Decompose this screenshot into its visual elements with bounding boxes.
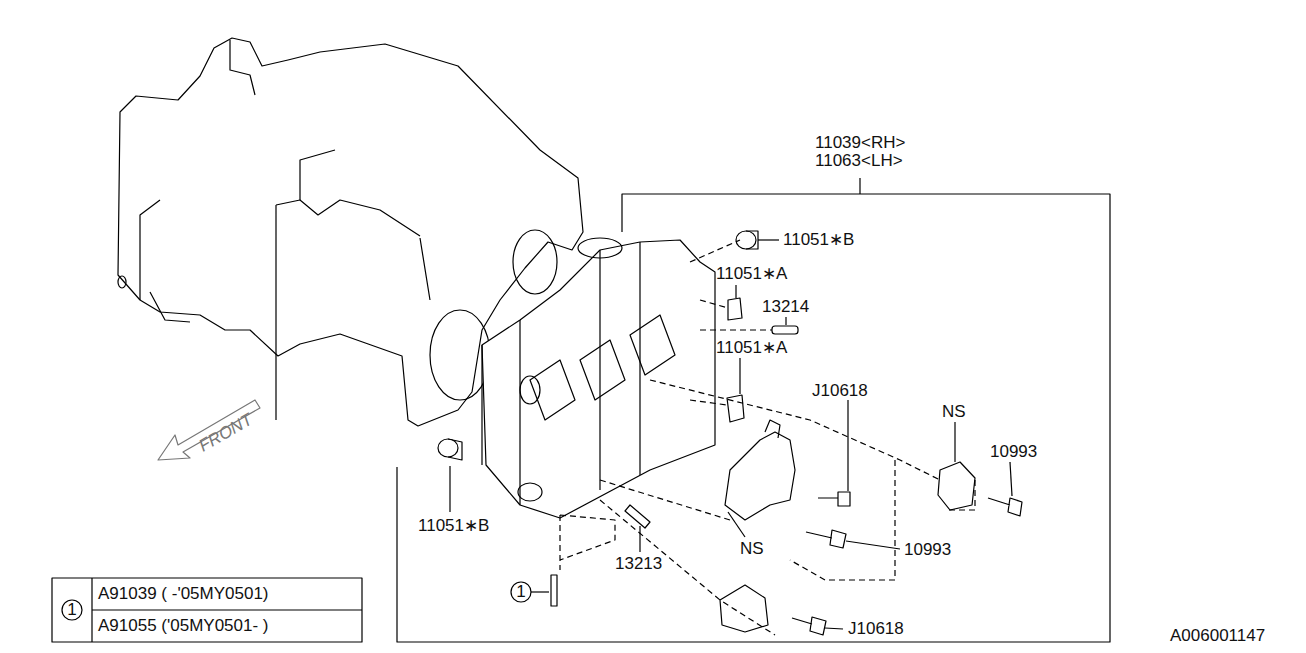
table-cell: A91055 ('05MY0501- ): [98, 617, 269, 635]
diagram-code: A006001147: [1170, 627, 1265, 645]
callout-number: 1: [62, 601, 82, 619]
part-number: 13213: [615, 555, 662, 573]
part-number: 10993: [990, 443, 1037, 461]
part-number: NS: [942, 403, 966, 421]
part-number: NS: [740, 540, 764, 558]
callout-number: 1: [511, 583, 531, 601]
part-number: J10618: [812, 382, 868, 400]
part-number: 11039<RH>: [815, 134, 905, 152]
part-number: J10618: [848, 620, 904, 638]
part-number: 11051∗B: [783, 231, 854, 249]
part-number: 11051∗A: [716, 339, 787, 357]
part-number: 10993: [904, 541, 951, 559]
part-number: 11051∗B: [418, 517, 489, 535]
part-number: 11063<LH>: [815, 152, 903, 170]
table-cell: A91039 ( -'05MY0501): [98, 585, 269, 603]
part-number: 11051∗A: [716, 265, 787, 283]
part-number: 13214: [762, 298, 809, 316]
